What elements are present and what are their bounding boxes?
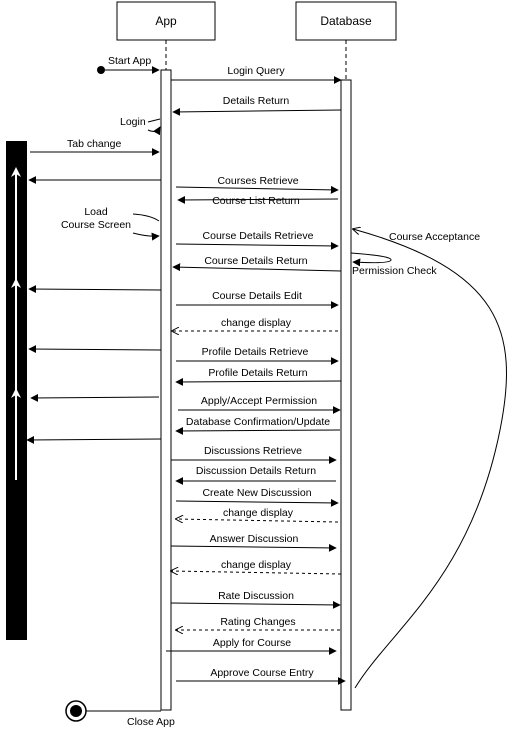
message-label: Course Details Return bbox=[204, 255, 307, 267]
message-label: Answer Discussion bbox=[210, 533, 299, 545]
message: Details Return bbox=[172, 95, 342, 116]
message: change display bbox=[171, 559, 342, 574]
message: Courses Retrieve bbox=[175, 175, 339, 194]
message-arrow bbox=[172, 107, 342, 116]
message-label: change display bbox=[221, 317, 292, 329]
message-label: change display bbox=[221, 559, 292, 571]
load-label-line2: Course Screen bbox=[61, 219, 131, 231]
tab-return-arrow-5 bbox=[26, 435, 162, 444]
message: Profile Details Return bbox=[175, 367, 342, 386]
login-label: Login bbox=[120, 116, 146, 128]
message: Database Confirmation/Update bbox=[175, 416, 341, 435]
message-arrow bbox=[175, 377, 342, 386]
login-arrow bbox=[147, 126, 161, 136]
login-connector bbox=[147, 118, 161, 123]
message: Approve Course Entry bbox=[176, 667, 346, 685]
participant-app: App bbox=[116, 1, 216, 41]
message: Create New Discussion bbox=[175, 487, 339, 507]
end-node bbox=[65, 700, 87, 722]
message-label: Rate Discussion bbox=[218, 590, 294, 602]
message: Discussion Details Return bbox=[175, 465, 336, 485]
message-label: Course List Return bbox=[212, 195, 300, 207]
message-label: Discussion Details Return bbox=[196, 465, 316, 477]
load-connector bbox=[132, 213, 160, 222]
message-arrow bbox=[175, 241, 339, 250]
message: Course Details Edit bbox=[176, 290, 339, 309]
course-acceptance-label: Course Acceptance bbox=[389, 231, 480, 243]
load-label-line1: Load bbox=[84, 206, 108, 218]
message: Rate Discussion bbox=[170, 590, 341, 609]
message-arrow bbox=[170, 600, 341, 609]
message-label: Courses Retrieve bbox=[217, 175, 298, 187]
start-app-label: Start App bbox=[108, 55, 151, 67]
tab-return-arrow-3 bbox=[28, 345, 162, 354]
message-label: Create New Discussion bbox=[202, 487, 311, 499]
message-arrow bbox=[175, 426, 341, 435]
message-label: Discussions Retrieve bbox=[204, 445, 302, 457]
start-node bbox=[97, 66, 105, 74]
message: change display bbox=[176, 507, 339, 522]
message-arrow bbox=[177, 195, 339, 204]
message-label: Apply for Course bbox=[213, 637, 291, 649]
message-label: Apply/Accept Permission bbox=[201, 395, 317, 407]
message-label: change display bbox=[223, 507, 294, 519]
message: Rating Changes bbox=[176, 616, 340, 630]
load-arrow bbox=[132, 232, 160, 241]
message-label: Course Details Retrieve bbox=[203, 230, 314, 242]
message: Apply for Course bbox=[166, 637, 337, 655]
activation-database bbox=[340, 79, 352, 711]
message-label: Course Details Edit bbox=[212, 290, 302, 302]
tab-return-arrow-2 bbox=[28, 285, 162, 294]
tab-change-label: Tab change bbox=[67, 138, 121, 150]
close-app-label: Close App bbox=[127, 716, 175, 728]
message-arrow bbox=[171, 571, 342, 574]
course-acceptance-curve bbox=[353, 229, 507, 689]
message-label: Details Return bbox=[223, 95, 290, 107]
message: change display bbox=[172, 317, 338, 331]
message: Apply/Accept Permission bbox=[178, 395, 341, 414]
message: Answer Discussion bbox=[170, 533, 337, 552]
message: Discussions Retrieve bbox=[171, 445, 337, 464]
tab-return-arrow-4 bbox=[30, 393, 160, 402]
permission-check-label: Permission Check bbox=[352, 265, 437, 277]
message-arrow bbox=[172, 263, 342, 272]
message-arrow bbox=[175, 185, 339, 194]
participant-database: Database bbox=[295, 1, 397, 41]
message-label: Profile Details Retrieve bbox=[202, 346, 309, 358]
activation-app bbox=[160, 69, 172, 711]
message-arrow bbox=[175, 498, 339, 507]
message-label: Login Query bbox=[227, 65, 285, 77]
message-arrow bbox=[176, 519, 339, 522]
message-label: Database Confirmation/Update bbox=[186, 416, 330, 428]
message-label: Rating Changes bbox=[220, 616, 295, 628]
message-label: Profile Details Return bbox=[208, 367, 307, 379]
message: Course Details Retrieve bbox=[175, 230, 339, 250]
message: Profile Details Retrieve bbox=[176, 346, 339, 365]
participant-app-label: App bbox=[155, 14, 177, 28]
permission-check-loop bbox=[350, 252, 392, 267]
message-arrow bbox=[170, 543, 337, 552]
message: Course Details Return bbox=[172, 255, 342, 272]
message-label: Approve Course Entry bbox=[210, 667, 314, 679]
participant-database-label: Database bbox=[320, 14, 372, 28]
message: Course List Return bbox=[177, 195, 339, 207]
message: Login Query bbox=[171, 65, 342, 84]
